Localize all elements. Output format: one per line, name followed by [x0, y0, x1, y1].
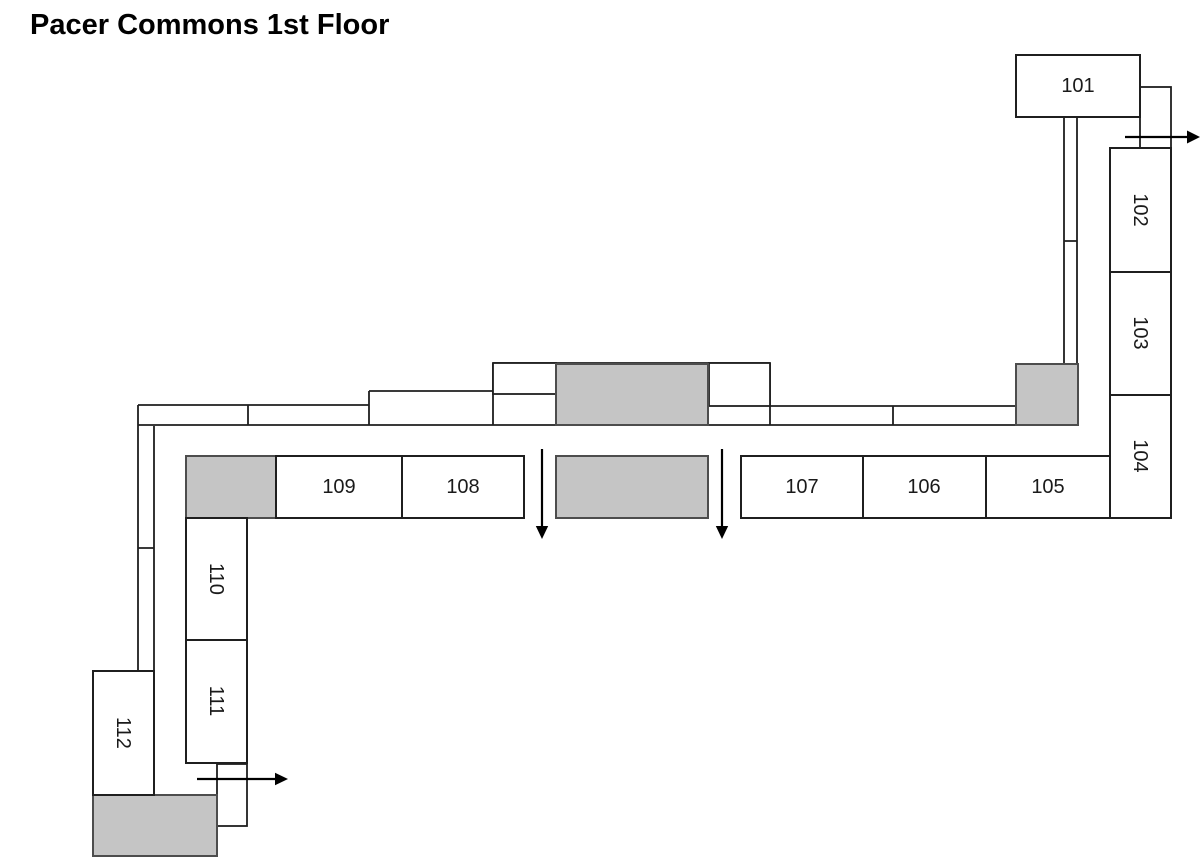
room-104-label: 104 — [1129, 439, 1151, 472]
page-title: Pacer Commons 1st Floor — [30, 9, 389, 41]
room-110-outline — [185, 517, 248, 641]
room-105: 105 — [985, 455, 1111, 519]
room-101-outline — [1015, 54, 1141, 118]
room-102-outline — [1109, 147, 1172, 273]
room-105-label: 105 — [1031, 476, 1064, 498]
room-107: 107 — [740, 455, 864, 519]
room-112: 112 — [92, 670, 155, 796]
arrow-southwest-exit-head — [275, 772, 288, 786]
room-105-outline — [985, 455, 1111, 519]
service-area-center-top — [555, 363, 709, 426]
room-108-label: 108 — [446, 476, 479, 498]
service-area-west — [185, 455, 277, 519]
room-106: 106 — [862, 455, 987, 519]
room-107-label: 107 — [785, 476, 818, 498]
room-104: 104 — [1109, 394, 1172, 519]
room-104-outline — [1109, 394, 1172, 519]
room-111: 111 — [185, 639, 248, 764]
room-112-label: 112 — [112, 717, 134, 749]
room-102-label: 102 — [1129, 193, 1151, 226]
arrow-northeast-exit — [1125, 130, 1200, 144]
arrow-center-right-down — [715, 449, 729, 539]
room-101: 101 — [1015, 54, 1141, 118]
service-area-northeast — [1015, 363, 1079, 426]
room-109: 109 — [275, 455, 403, 519]
compartment-southwest-exit — [216, 763, 248, 827]
arrow-southwest-exit — [197, 772, 288, 786]
room-103-outline — [1109, 271, 1172, 396]
room-111-label: 111 — [205, 686, 227, 716]
room-109-label: 109 — [322, 476, 355, 498]
arrow-center-left-head — [535, 526, 549, 539]
room-106-label: 106 — [907, 476, 940, 498]
arrow-northeast-exit-head — [1187, 130, 1200, 144]
room-108: 108 — [401, 455, 525, 519]
room-107-outline — [740, 455, 864, 519]
room-112-outline — [92, 670, 155, 796]
room-110-label: 110 — [205, 563, 227, 595]
compartment-northeast-exit — [1139, 86, 1172, 149]
room-103-label: 103 — [1129, 316, 1151, 349]
room-106-outline — [862, 455, 987, 519]
service-area-southwest — [92, 794, 218, 857]
room-109-outline — [275, 455, 403, 519]
room-103: 103 — [1109, 271, 1172, 396]
room-102: 102 — [1109, 147, 1172, 273]
room-101-label: 101 — [1061, 75, 1094, 97]
arrow-center-right-head — [715, 526, 729, 539]
compartment-center-right — [708, 362, 771, 407]
room-110: 110 — [185, 517, 248, 641]
room-111-outline — [185, 639, 248, 764]
arrow-center-left-down — [535, 449, 549, 539]
service-area-center — [555, 455, 709, 519]
compartment-center-left — [492, 362, 557, 395]
